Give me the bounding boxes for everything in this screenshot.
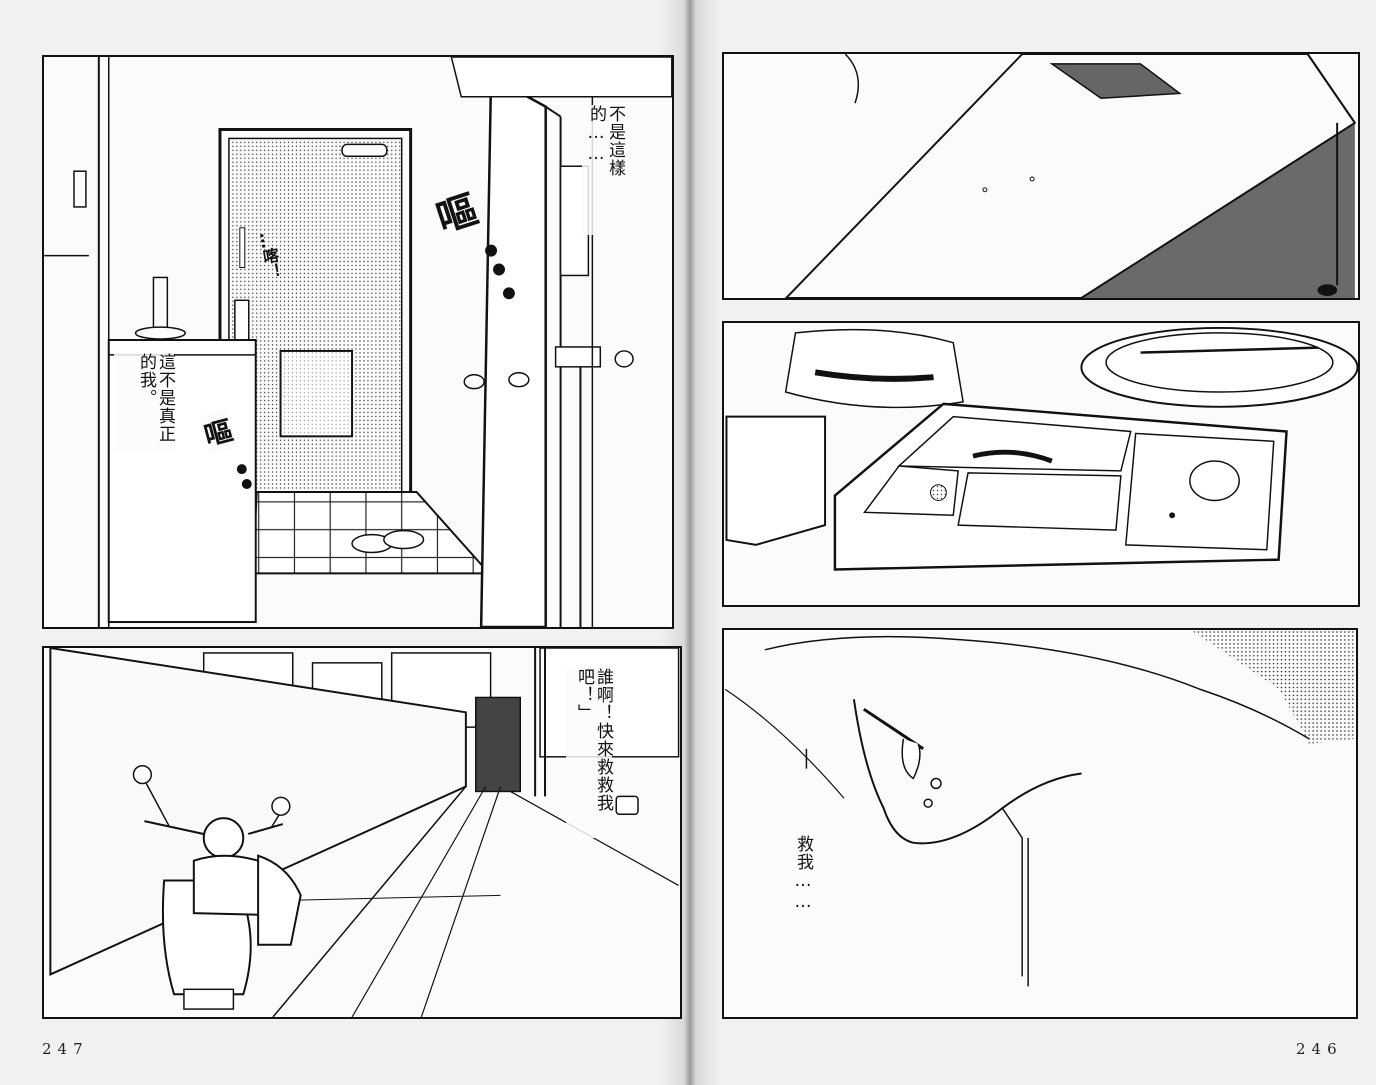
bento-box-illustration (725, 326, 1358, 571)
page-number-right: 246 (1296, 1040, 1343, 1058)
panel-apartment-door: 嘔 嘔 …喀！ 不是這樣的…… 這不是真正的我。 (42, 55, 674, 629)
monologue-save-me: 救我…… (786, 835, 813, 975)
apartment-door-illustration (44, 57, 672, 627)
monologue-help-me: 誰啊！快來救救我吧！」 (566, 668, 613, 838)
panel-bento-box (722, 321, 1360, 607)
table-edge-illustration (784, 54, 1357, 298)
page-number-left: 247 (42, 1040, 89, 1058)
panel-street-scooter: 誰啊！快來救救我吧！」 (42, 646, 682, 1019)
panel-crying-face: 救我…… (722, 628, 1358, 1019)
crying-face-illustration (724, 630, 1355, 987)
monologue-not-like-this: 不是這樣的…… (582, 105, 625, 235)
panel-table-edge (722, 52, 1360, 300)
monologue-not-real-me: 這不是真正的我。 (114, 353, 175, 453)
street-scooter-illustration (49, 648, 680, 1017)
